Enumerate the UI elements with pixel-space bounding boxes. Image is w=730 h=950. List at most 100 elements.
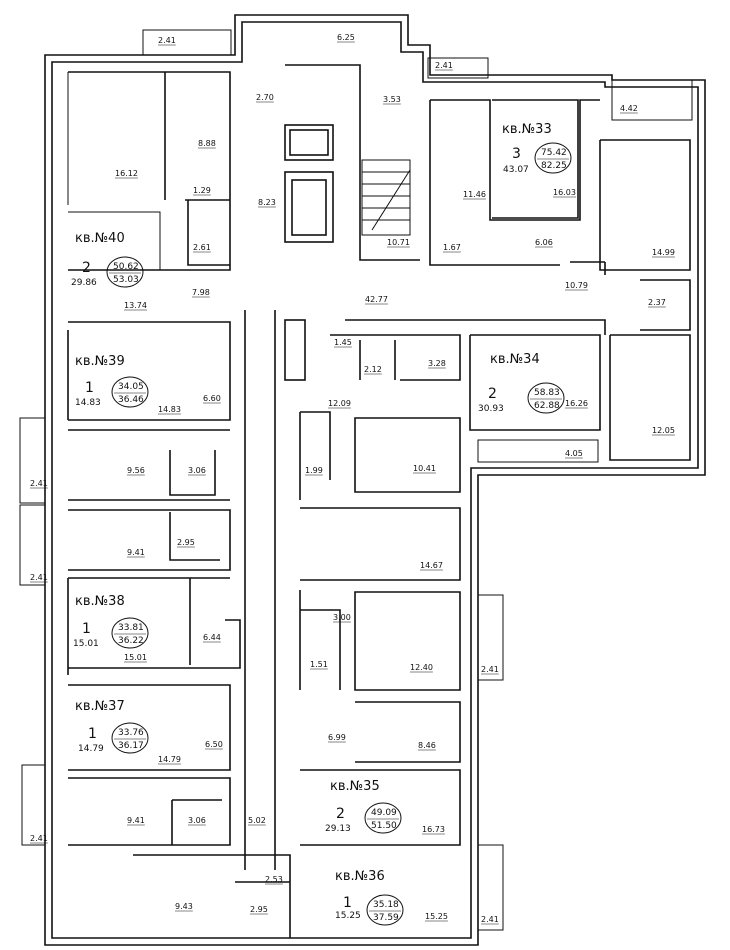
apartment-40: кв.№40 2 29.86 50.62 53.03 bbox=[71, 231, 144, 288]
area-label: 14.79 bbox=[158, 755, 181, 764]
area-label: 10.41 bbox=[413, 464, 436, 473]
total-area: 34.05 bbox=[118, 382, 144, 392]
apartment-33: кв.№33 3 43.07 75.42 82.25 bbox=[502, 122, 572, 175]
area-label: 8.23 bbox=[258, 198, 276, 207]
area-label: 1.51 bbox=[310, 660, 328, 669]
total-area: 33.81 bbox=[118, 623, 144, 633]
room-count: 1 bbox=[85, 380, 94, 396]
area-label: 2.37 bbox=[648, 298, 666, 307]
area-label: 2.12 bbox=[364, 365, 382, 374]
area-label: 2.70 bbox=[256, 93, 274, 102]
area-label: 1.29 bbox=[193, 186, 211, 195]
room-count: 1 bbox=[343, 895, 352, 911]
area-label: 2.41 bbox=[30, 834, 48, 843]
apartment-39: кв.№39 1 14.83 34.05 36.46 bbox=[75, 354, 149, 408]
area-label: 6.44 bbox=[203, 633, 221, 642]
apartment-title: кв.№40 bbox=[75, 231, 125, 246]
apartment-title: кв.№35 bbox=[330, 779, 380, 794]
room-count: 2 bbox=[82, 260, 91, 276]
apartment-36: кв.№36 1 15.25 35.18 37.59 bbox=[335, 869, 404, 926]
room-count: 2 bbox=[488, 386, 497, 402]
area-label: 16.26 bbox=[565, 399, 588, 408]
apartment-title: кв.№37 bbox=[75, 699, 125, 714]
total-area: 35.18 bbox=[373, 900, 399, 910]
apartment-labels: кв.№33 3 43.07 75.42 82.25 кв.№40 2 29.8… bbox=[71, 122, 572, 926]
area-label: 14.83 bbox=[158, 405, 181, 414]
room-count: 1 bbox=[88, 726, 97, 742]
living-area: 43.07 bbox=[503, 165, 529, 175]
area-label: 15.25 bbox=[425, 912, 448, 921]
area-label: 3.53 bbox=[383, 95, 401, 104]
area-label: 5.02 bbox=[248, 816, 266, 825]
area-label: 14.99 bbox=[652, 248, 675, 257]
living-area: 29.86 bbox=[71, 278, 97, 288]
living-area: 14.83 bbox=[75, 398, 101, 408]
apartment-title: кв.№39 bbox=[75, 354, 125, 369]
apartment-title: кв.№33 bbox=[502, 122, 552, 137]
total-area: 75.42 bbox=[541, 148, 567, 158]
area-label: 3.28 bbox=[428, 359, 446, 368]
apartment-35: кв.№35 2 29.13 49.09 51.50 bbox=[325, 779, 402, 834]
area-label: 14.67 bbox=[420, 561, 443, 570]
total-area: 33.76 bbox=[118, 728, 144, 738]
total-area: 50.62 bbox=[113, 262, 139, 272]
area-label: 8.46 bbox=[418, 741, 436, 750]
area-label: 2.41 bbox=[158, 36, 176, 45]
area-label: 3.06 bbox=[188, 466, 206, 475]
area-label: 1.99 bbox=[305, 466, 323, 475]
walls bbox=[19, 14, 706, 946]
area-label: 16.12 bbox=[115, 169, 138, 178]
area-label: 10.71 bbox=[387, 238, 410, 247]
total-area-with-balcony: 36.22 bbox=[118, 636, 144, 646]
area-label: 6.06 bbox=[535, 238, 553, 247]
room-area-labels: 2.41 6.25 2.41 2.70 3.53 4.42 8.88 16.12… bbox=[30, 33, 675, 925]
area-label: 9.41 bbox=[127, 816, 145, 825]
area-label: 42.77 bbox=[365, 295, 388, 304]
area-label: 2.41 bbox=[30, 479, 48, 488]
area-label: 15.01 bbox=[124, 653, 147, 662]
area-label: 16.73 bbox=[422, 825, 445, 834]
total-area-with-balcony: 36.17 bbox=[118, 741, 144, 751]
total-area-with-balcony: 62.88 bbox=[534, 401, 560, 411]
area-label: 2.41 bbox=[30, 573, 48, 582]
area-label: 7.98 bbox=[192, 288, 210, 297]
apartment-title: кв.№38 bbox=[75, 594, 125, 609]
apartment-38: кв.№38 1 15.01 33.81 36.22 bbox=[73, 594, 149, 649]
area-label: 1.45 bbox=[334, 338, 352, 347]
living-area: 15.01 bbox=[73, 639, 99, 649]
area-label: 12.09 bbox=[328, 399, 351, 408]
area-label: 6.99 bbox=[328, 733, 346, 742]
room-count: 2 bbox=[336, 806, 345, 822]
area-label: 13.74 bbox=[124, 301, 147, 310]
area-label: 12.40 bbox=[410, 663, 433, 672]
area-label: 11.46 bbox=[463, 190, 486, 199]
area-label: 2.61 bbox=[193, 243, 211, 252]
area-label: 9.56 bbox=[127, 466, 145, 475]
area-label: 3.06 bbox=[188, 816, 206, 825]
living-area: 29.13 bbox=[325, 824, 351, 834]
living-area: 14.79 bbox=[78, 744, 104, 754]
total-area-with-balcony: 51.50 bbox=[371, 821, 397, 831]
area-label: 6.25 bbox=[337, 33, 355, 42]
apartment-37: кв.№37 1 14.79 33.76 36.17 bbox=[75, 699, 149, 754]
area-label: 16.03 bbox=[553, 188, 576, 197]
area-label: 6.60 bbox=[203, 394, 221, 403]
area-label: 2.41 bbox=[481, 915, 499, 924]
area-label: 8.88 bbox=[198, 139, 216, 148]
area-label: 2.95 bbox=[250, 905, 268, 914]
living-area: 15.25 bbox=[335, 911, 361, 921]
area-label: 4.42 bbox=[620, 104, 638, 113]
apartment-title: кв.№36 bbox=[335, 869, 385, 884]
area-label: 9.43 bbox=[175, 902, 193, 911]
total-area-with-balcony: 53.03 bbox=[113, 275, 139, 285]
room-count: 3 bbox=[512, 146, 521, 162]
total-area: 49.09 bbox=[371, 808, 397, 818]
area-label: 4.05 bbox=[565, 449, 583, 458]
room-count: 1 bbox=[82, 621, 91, 637]
area-label: 2.41 bbox=[435, 61, 453, 70]
area-label: 2.53 bbox=[265, 875, 283, 884]
total-area-with-balcony: 36.46 bbox=[118, 395, 144, 405]
total-area-with-balcony: 37.59 bbox=[373, 913, 399, 923]
area-label: 3.00 bbox=[333, 613, 351, 622]
area-label: 10.79 bbox=[565, 281, 588, 290]
